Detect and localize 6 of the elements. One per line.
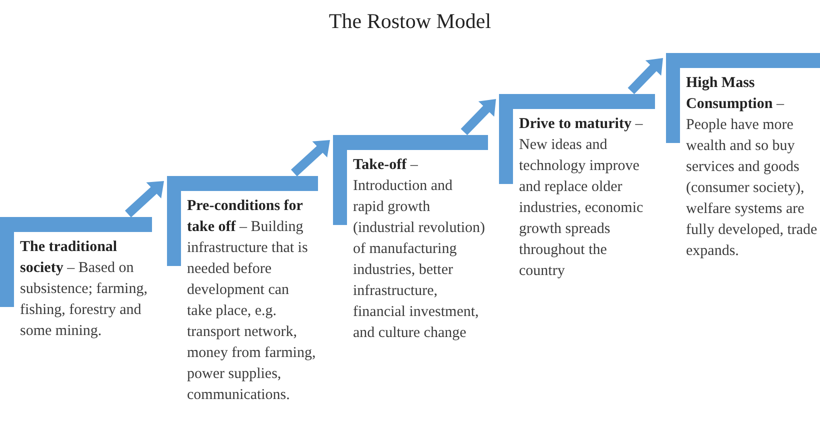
stage-description: High Mass Consumption – People have more wealth and so buy services and goods (consumer society), welfare systems are fully developed, trade expands. bbox=[686, 74, 818, 261]
stage-description: Pre-conditions for take off – Building infrastructure that is needed before development can take place, e.g. transport network, money from farming, power supplies, communications. bbox=[187, 197, 316, 405]
stage-description: Drive to maturity – New ideas and technology improve and replace older industries, economic growth spreads throughout the country bbox=[519, 115, 644, 281]
stage-description: Take-off – Introduction and rapid growth (industrial revolution) of manufacturing industries, better infrastructure, financial investment, and culture change bbox=[353, 156, 486, 343]
diagram-title: The Rostow Model bbox=[328, 8, 492, 34]
stage-description: The traditional society – Based on subsistence; farming, fishing, forestry and some mining. bbox=[20, 238, 148, 341]
